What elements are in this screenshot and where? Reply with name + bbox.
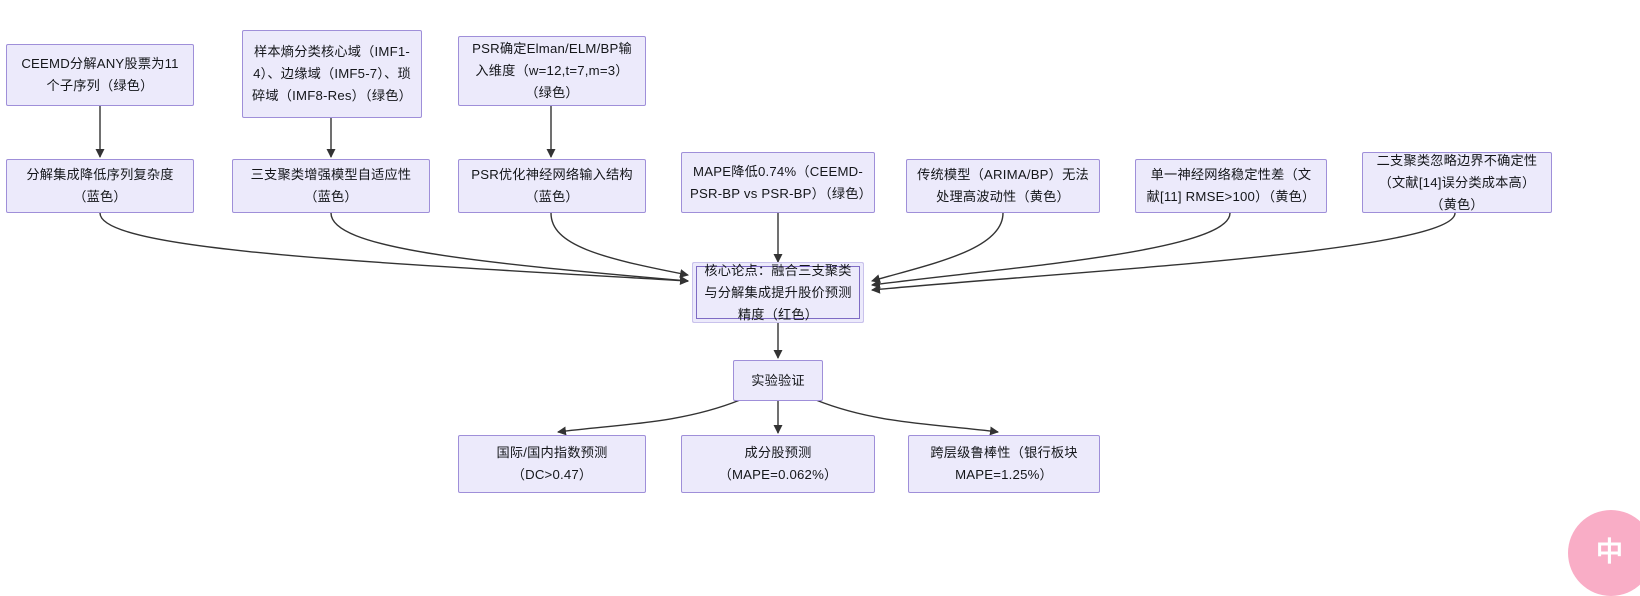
edge-exp-r1 [557, 399, 741, 436]
node-label: 单一神经网络稳定性差（文献[11] RMSE>100）（黄色） [1146, 167, 1316, 204]
node-label: 成分股预测（MAPE=0.062%） [718, 445, 838, 482]
watermark-text: 中 [1596, 536, 1623, 567]
node-two-way-clustering-limitation[interactable]: 二支聚类忽略边界不确定性（文献[14]误分类成本高）（黄色） [1362, 152, 1552, 213]
edge-n8-core [871, 212, 1004, 284]
node-label: 三支聚类增强模型自适应性（蓝色） [250, 167, 412, 204]
node-label: 核心论点：融合三支聚类与分解集成提升股价预测精度（红色） [704, 262, 852, 322]
node-label: 跨层级鲁棒性（银行板块MAPE=1.25%） [930, 445, 1078, 482]
node-core-argument[interactable]: 核心论点：融合三支聚类与分解集成提升股价预测精度（红色） [692, 262, 864, 323]
node-experimental-validation[interactable]: 实验验证 [733, 360, 823, 401]
watermark-logo: 中 [1568, 510, 1640, 596]
node-label: PSR确定Elman/ELM/BP输入维度（w=12,t=7,m=3）（绿色） [472, 41, 632, 100]
node-label: PSR优化神经网络输入结构（蓝色） [471, 167, 633, 204]
node-label: 传统模型（ARIMA/BP）无法处理高波动性（黄色） [917, 167, 1089, 204]
node-label: 实验验证 [751, 372, 805, 388]
node-sample-entropy-classification[interactable]: 样本熵分类核心域（IMF1-4）、边缘域（IMF5-7）、琐碎域（IMF8-Re… [242, 30, 422, 118]
edge-n5-core [330, 212, 689, 285]
node-single-nn-instability[interactable]: 单一神经网络稳定性差（文献[11] RMSE>100）（黄色） [1135, 159, 1327, 213]
edge-exp-r3 [815, 399, 999, 436]
edge-n10-core [871, 212, 1456, 294]
edge-n9-core [871, 212, 1231, 289]
node-psr-input-dimension[interactable]: PSR确定Elman/ELM/BP输入维度（w=12,t=7,m=3）（绿色） [458, 36, 646, 106]
node-label: 分解集成降低序列复杂度（蓝色） [26, 167, 174, 204]
flowchart-canvas: CEEMD分解ANY股票为11个子序列（绿色） 样本熵分类核心域（IMF1-4）… [6, 30, 1640, 596]
node-label: 样本熵分类核心域（IMF1-4）、边缘域（IMF5-7）、琐碎域（IMF8-Re… [252, 44, 412, 103]
edge-n4-core [99, 212, 689, 286]
node-result-index-forecast[interactable]: 国际/国内指数预测（DC>0.47） [458, 435, 646, 493]
node-label: 二支聚类忽略边界不确定性（文献[14]误分类成本高）（黄色） [1376, 152, 1538, 212]
node-traditional-models-limitation[interactable]: 传统模型（ARIMA/BP）无法处理高波动性（黄色） [906, 159, 1100, 213]
node-label: CEEMD分解ANY股票为11个子序列（绿色） [21, 56, 179, 93]
node-label: MAPE降低0.74%（CEEMD-PSR-BP vs PSR-BP）（绿色） [690, 163, 873, 201]
node-decomposition-reduces-complexity[interactable]: 分解集成降低序列复杂度（蓝色） [6, 159, 194, 213]
node-label: 国际/国内指数预测（DC>0.47） [496, 445, 608, 482]
edge-n6-core [550, 212, 689, 278]
node-psr-optimizes-nn-input[interactable]: PSR优化神经网络输入结构（蓝色） [458, 159, 646, 213]
node-result-cross-level-robustness[interactable]: 跨层级鲁棒性（银行板块MAPE=1.25%） [908, 435, 1100, 493]
node-ceemd-decomposition[interactable]: CEEMD分解ANY股票为11个子序列（绿色） [6, 44, 194, 106]
node-result-constituent-stock-forecast[interactable]: 成分股预测（MAPE=0.062%） [681, 435, 875, 493]
node-mape-improvement[interactable]: MAPE降低0.74%（CEEMD-PSR-BP vs PSR-BP）（绿色） [681, 152, 875, 213]
node-three-way-clustering-adaptivity[interactable]: 三支聚类增强模型自适应性（蓝色） [232, 159, 430, 213]
